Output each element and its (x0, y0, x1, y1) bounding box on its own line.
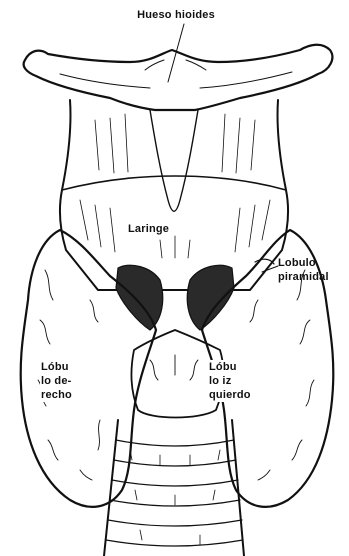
label-right-line2: lo de- (40, 374, 73, 388)
larynx (60, 100, 288, 290)
label-right-line3: recho (40, 388, 73, 402)
label-larynx: Laringe (128, 222, 169, 236)
label-left-lobe: Lóbu lo iz quierdo (208, 360, 252, 402)
label-pyramidal-line2: piramidal (278, 270, 329, 284)
label-left-line1: Lóbu (208, 360, 252, 374)
trachea (104, 420, 244, 556)
label-pyramidal-line1: Lobulo (278, 256, 329, 270)
label-hyoid-bone: Hueso hioides (121, 8, 231, 22)
label-right-lobe: Lóbu lo de- recho (40, 360, 73, 402)
label-pyramidal-lobe: Lobulo piramidal (278, 256, 329, 284)
label-right-line1: Lóbu (40, 360, 73, 374)
label-left-line2: lo iz (208, 374, 252, 388)
label-left-line3: quierdo (208, 388, 252, 402)
